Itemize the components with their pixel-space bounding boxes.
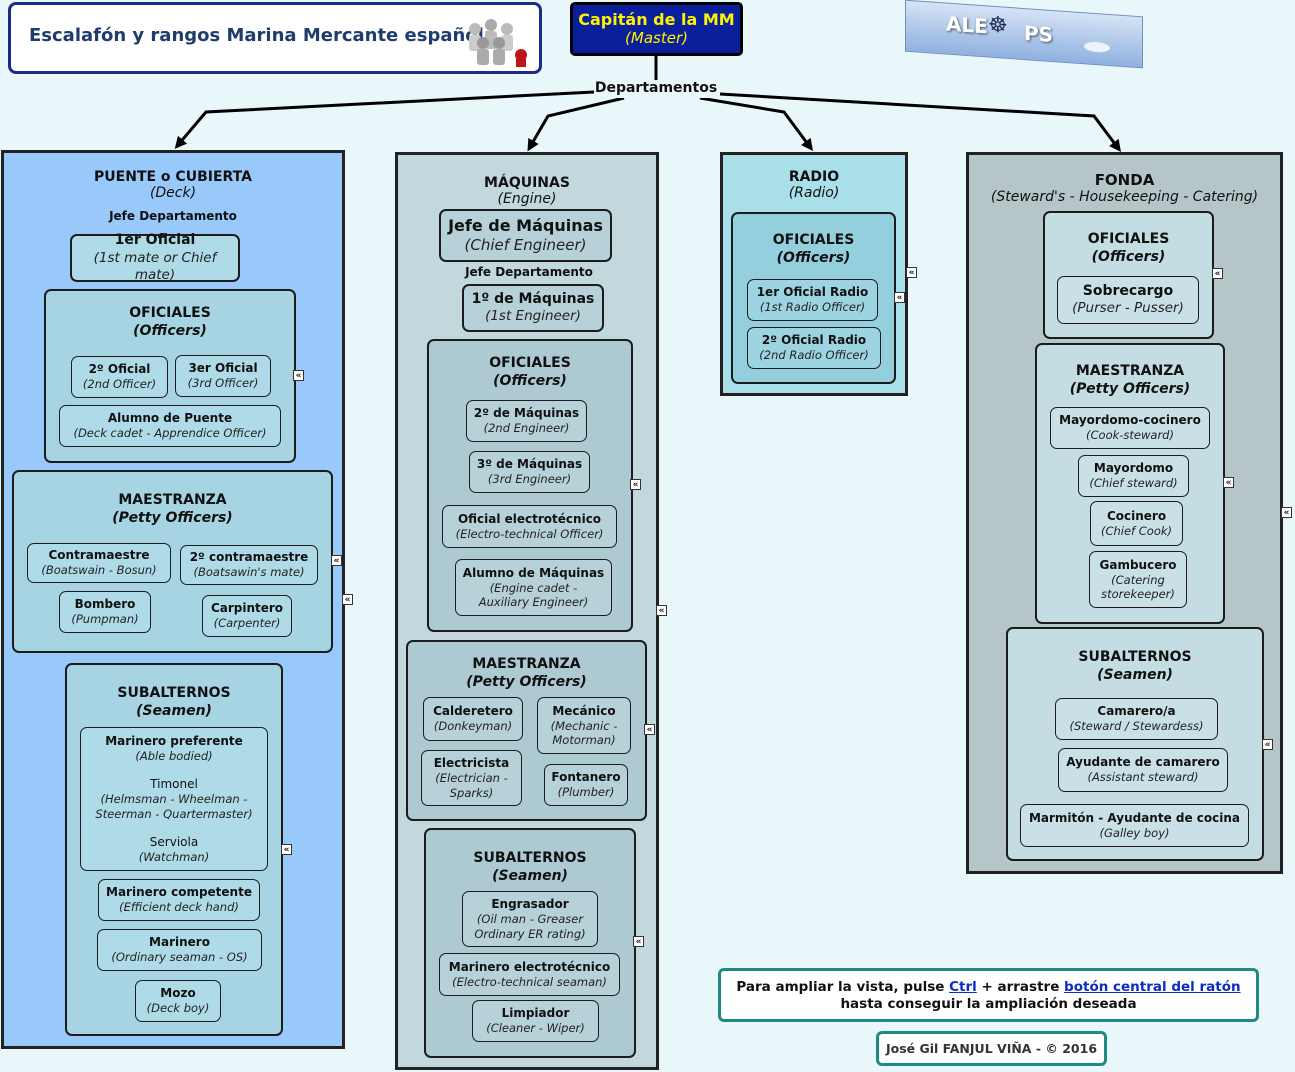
deck-seamen-efficient: Marinero competente(Efficient deck hand): [98, 879, 260, 921]
deck-officer-2nd: 2º Oficial(2nd Officer): [71, 356, 168, 398]
deck-officer-3rd: 3er Oficial(3rd Officer): [175, 355, 271, 397]
collapse-fonda-button[interactable]: «: [1281, 507, 1292, 518]
fonda-petty-cook-steward: Mayordomo-cocinero(Cook-steward): [1050, 407, 1210, 449]
deck-seamen-ordinary: Marinero(Ordinary seaman - OS): [97, 929, 262, 971]
engine-seamen-eto: Marinero electrotécnico(Electro-technica…: [439, 953, 620, 996]
credit-box: José Gil FANJUL VIÑA - © 2016: [876, 1031, 1107, 1066]
zoom-note: Para ampliar la vista, pulse Ctrl + arra…: [718, 968, 1259, 1022]
deck-petty-bosun: Contramaestre(Boatswain - Bosun): [27, 543, 171, 583]
engine-officer-3rd: 3º de Máquinas(3rd Engineer): [469, 451, 590, 493]
engine-petty-donkeyman: Calderetero(Donkeyman): [423, 697, 523, 741]
collapse-deck-button[interactable]: «: [342, 594, 353, 605]
engine-officer-2nd: 2º de Máquinas(2nd Engineer): [466, 400, 587, 442]
deck-officer-cadet: Alumno de Puente(Deck cadet - Apprendice…: [59, 405, 281, 447]
engine-seamen-wiper: Limpiador(Cleaner - Wiper): [472, 1000, 599, 1042]
header-box: Escalafón y rangos Marina Mercante españ…: [8, 2, 542, 74]
fonda-officer-purser: Sobrecargo(Purser - Pusser): [1057, 276, 1199, 324]
collapse-deck-seamen-button[interactable]: «: [281, 844, 292, 855]
engine-petty-electrician: Electricista(Electrician -Sparks): [421, 750, 522, 806]
collapse-engine-seamen-button[interactable]: «: [633, 936, 644, 947]
radio-officer-2nd: 2º Oficial Radio(2nd Radio Officer): [747, 327, 881, 369]
engine-chief-node: 1º de Máquinas (1st Engineer): [462, 284, 604, 332]
team-icon: [469, 19, 527, 67]
departamentos-label: Departamentos: [594, 80, 718, 98]
deck-petty-pumpman: Bombero(Pumpman): [59, 591, 151, 633]
deck-title: PUENTE o CUBIERTA: [94, 169, 252, 185]
collapse-fonda-officers-button[interactable]: «: [1212, 268, 1223, 279]
fonda-seamen-assistant: Ayudante de camarero(Assistant steward): [1058, 748, 1228, 792]
note-text-2: + arrastre: [976, 979, 1065, 995]
collapse-radio-button[interactable]: «: [906, 267, 917, 278]
deck-subtitle: (Deck): [149, 185, 197, 201]
radio-subtitle: (Radio): [788, 185, 840, 201]
helm-icon: ☸: [988, 12, 1008, 39]
engine-petty-plumber: Fontanero(Plumber): [544, 764, 628, 806]
connector-lines: [174, 56, 1121, 152]
captain-title: Capitán de la MM: [578, 10, 735, 29]
deck-petty-carpenter: Carpintero(Carpenter): [202, 595, 292, 637]
note-text-1: Para ampliar la vista, pulse: [736, 979, 950, 995]
engine-officer-eto: Oficial electrotécnico(Electro-technical…: [442, 505, 617, 548]
mouse-button-link[interactable]: botón central del ratón: [1064, 979, 1241, 995]
page-title: Escalafón y rangos Marina Mercante españ…: [29, 25, 496, 46]
captain-box: Capitán de la MM (Master): [570, 2, 743, 56]
deck-jefe-label: Jefe Departamento: [109, 209, 237, 223]
deck-chief-node: 1er Oficial (1st mate or Chief mate): [70, 232, 240, 283]
fonda-title: FONDA: [1094, 171, 1155, 189]
fonda-seamen-steward: Camarero/a(Steward / Stewardess): [1055, 698, 1218, 740]
engine-officer-cadet: Alumno de Máquinas(Engine cadet -Auxilia…: [455, 559, 612, 616]
radio-officer-1st: 1er Oficial Radio(1st Radio Officer): [747, 279, 878, 321]
engine-title: MÁQUINAS: [484, 175, 570, 191]
deck-seamen-boy: Mozo(Deck boy): [135, 980, 221, 1022]
logo-text-right: PS: [1024, 21, 1054, 48]
fonda-seamen-galley: Marmitón - Ayudante de cocina(Galley boy…: [1020, 804, 1249, 847]
engine-jefe-label: Jefe Departamento: [465, 265, 593, 279]
fonda-subtitle: (Steward's - Housekeeping - Catering): [990, 189, 1259, 205]
engine-head-node: Jefe de Máquinas (Chief Engineer): [439, 209, 612, 262]
engine-petty-mechanic: Mecánico(Mechanic -Motorman): [537, 697, 631, 754]
captain-subtitle: (Master): [625, 29, 688, 47]
logo-text-left: ALE: [946, 11, 988, 39]
collapse-engine-button[interactable]: «: [656, 605, 667, 616]
ctrl-link[interactable]: Ctrl: [949, 979, 977, 995]
deck-seamen-able: Marinero preferente (Able bodied) Timone…: [80, 727, 268, 871]
fonda-petty-chief-steward: Mayordomo(Chief steward): [1078, 455, 1189, 497]
radio-title: RADIO: [788, 169, 840, 185]
collapse-fonda-petty-button[interactable]: «: [1223, 477, 1234, 488]
engine-subtitle: (Engine): [497, 191, 557, 207]
collapse-engine-officers-button[interactable]: «: [630, 479, 641, 490]
credit-text: José Gil FANJUL VIÑA - © 2016: [885, 1041, 1098, 1056]
note-text-3: hasta conseguir la ampliación deseada: [840, 996, 1137, 1012]
collapse-fonda-seamen-button[interactable]: «: [1262, 739, 1273, 750]
collapse-deck-officers-button[interactable]: «: [293, 370, 304, 381]
collapse-deck-petty-button[interactable]: «: [331, 555, 342, 566]
logo-ellipse: [1084, 41, 1110, 54]
collapse-radio-officers-button[interactable]: «: [894, 292, 905, 303]
fonda-petty-chief-cook: Cocinero(Chief Cook): [1090, 501, 1183, 546]
deck-petty-bosun-mate: 2º contramaestre(Boatsawin's mate): [180, 545, 318, 585]
collapse-engine-petty-button[interactable]: «: [644, 724, 655, 735]
